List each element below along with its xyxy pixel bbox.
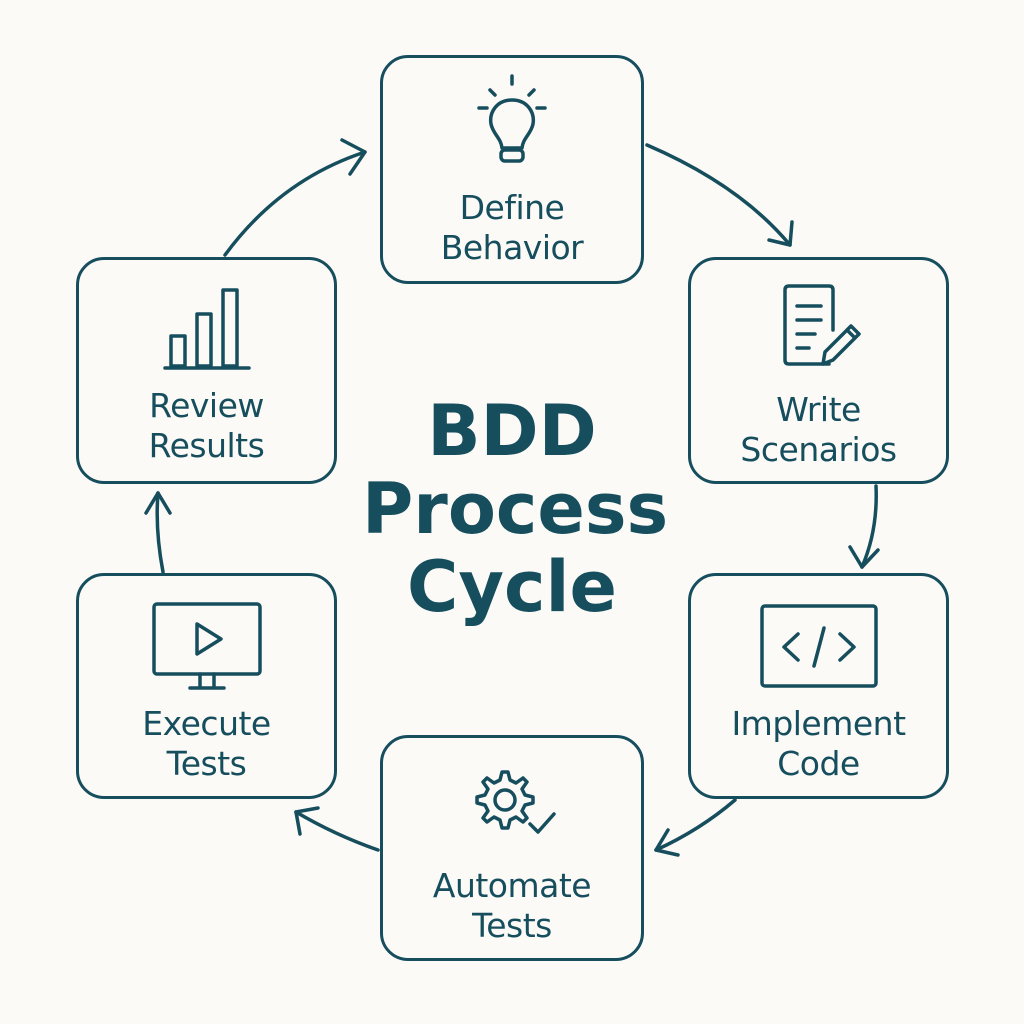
arrow-review-to-define: [223, 138, 367, 257]
monitor-play-icon: [151, 602, 262, 690]
document-pencil-icon: [782, 284, 861, 366]
step-label-line-1: Execute: [142, 704, 271, 743]
step-review-results: Review Results: [76, 257, 337, 484]
step-label-line-2: Behavior: [440, 228, 584, 267]
step-label-line-1: Write: [776, 390, 861, 429]
step-automate-tests: Automate Tests: [380, 735, 644, 961]
arrow-define-to-write: [645, 143, 794, 247]
step-label-line-1: Define: [459, 188, 565, 227]
step-label-line-2: Results: [148, 426, 265, 465]
step-execute-tests: Execute Tests: [76, 573, 337, 799]
step-label-line-1: Implement: [731, 704, 906, 743]
step-label-line-2: Tests: [166, 744, 247, 783]
step-define-behavior: Define Behavior: [380, 55, 644, 284]
step-label-line-1: Review: [149, 386, 264, 425]
step-implement-code: Implement Code: [688, 573, 949, 799]
arrow-automate-to-execute: [294, 806, 380, 852]
title-line-2: Process: [362, 468, 669, 550]
arrow-execute-to-review: [144, 491, 172, 574]
arrow-write-to-implement: [848, 484, 880, 569]
step-label-line-2: Tests: [472, 906, 552, 945]
code-icon: [759, 604, 878, 688]
lightbulb-icon: [477, 74, 547, 163]
step-write-scenarios: Write Scenarios: [688, 257, 949, 484]
bar-chart-icon: [162, 288, 251, 370]
step-label-line-2: Code: [777, 744, 860, 783]
title-line-3: Cycle: [407, 546, 617, 628]
diagram-title: BDD Process Cycle: [362, 390, 669, 628]
gear-check-icon: [475, 770, 556, 834]
step-label-line-1: Automate: [432, 866, 592, 905]
step-label-line-2: Scenarios: [740, 430, 897, 469]
title-line-1: BDD: [427, 390, 597, 472]
arrow-implement-to-automate: [654, 798, 737, 857]
